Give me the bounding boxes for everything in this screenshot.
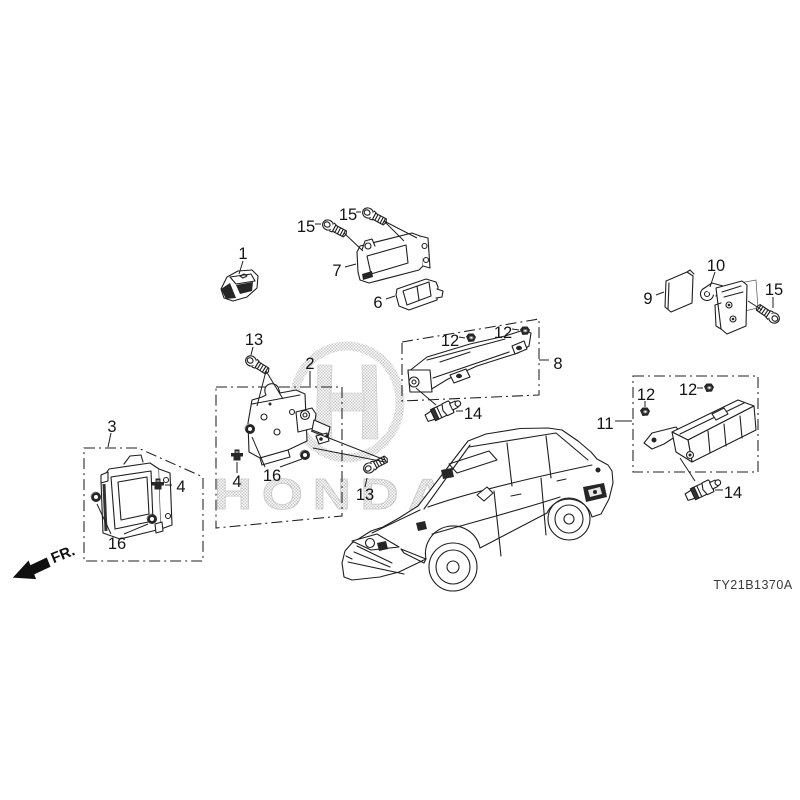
callout-12-b: 12 bbox=[494, 324, 512, 342]
side-mirror bbox=[476, 486, 494, 502]
nut-12-c bbox=[640, 407, 650, 416]
grommet-16-b bbox=[299, 449, 311, 461]
part-14-sensor-b bbox=[683, 474, 724, 504]
callout-15-c: 15 bbox=[765, 281, 783, 299]
flange-bolt-15-c bbox=[753, 301, 782, 326]
callout-7: 7 bbox=[332, 262, 341, 280]
watermark-text: HONDA bbox=[214, 470, 456, 519]
part-14-sensor-a bbox=[423, 395, 464, 425]
front-wheel bbox=[428, 542, 478, 592]
callout-2: 2 bbox=[305, 355, 314, 373]
callout-14-b: 14 bbox=[724, 484, 742, 502]
sunroof bbox=[448, 450, 498, 474]
part-11-bracket-assembly bbox=[632, 375, 759, 473]
assembly-box-11 bbox=[632, 375, 759, 473]
callout-4-b: 4 bbox=[176, 478, 185, 496]
callout-10: 10 bbox=[707, 257, 725, 275]
callout-9: 9 bbox=[643, 290, 652, 308]
callout-13-a: 13 bbox=[245, 331, 263, 349]
grille-emblem bbox=[364, 537, 376, 549]
assembly-box-2 bbox=[215, 386, 343, 529]
callout-3: 3 bbox=[107, 418, 116, 436]
callout-4-a: 4 bbox=[232, 473, 241, 491]
diagram-code: TY21B1370A bbox=[713, 578, 793, 592]
part-8-bracket-assembly bbox=[401, 318, 540, 402]
callout-16-a: 16 bbox=[263, 467, 281, 485]
grommet-16-a bbox=[244, 423, 256, 435]
callout-12-a: 12 bbox=[441, 332, 459, 350]
callout-12-d: 12 bbox=[679, 381, 697, 399]
callout-1: 1 bbox=[238, 245, 247, 263]
callout-16-b: 16 bbox=[108, 535, 126, 553]
clip-4-a bbox=[231, 449, 243, 461]
grommet-16-d bbox=[146, 513, 158, 525]
fr-direction-arrow: FR. bbox=[12, 542, 78, 580]
callout-8: 8 bbox=[553, 355, 562, 373]
callout-6: 6 bbox=[373, 294, 382, 312]
part-9-cover bbox=[664, 269, 695, 313]
assembly-box-8 bbox=[401, 318, 540, 402]
callout-14-a: 14 bbox=[464, 405, 482, 423]
grommet-16-c bbox=[90, 491, 102, 503]
honda-watermark: HONDA bbox=[214, 341, 456, 519]
leader-lines bbox=[96, 211, 774, 535]
callout-11: 11 bbox=[596, 415, 613, 433]
flange-bolt-15-b bbox=[360, 205, 389, 228]
part-2-bracket-assembly bbox=[215, 383, 343, 529]
part-10-bracket bbox=[699, 279, 759, 335]
assembly-box-3 bbox=[83, 447, 204, 562]
part-6-module bbox=[395, 278, 444, 311]
direction-arrow-icon bbox=[12, 557, 51, 580]
part-3-radar-assembly bbox=[83, 447, 204, 562]
part-1-camera-unit bbox=[220, 269, 259, 302]
callout-13-b: 13 bbox=[356, 486, 374, 504]
grille-sensor-marker bbox=[377, 541, 388, 551]
cowl-sensor-marker bbox=[416, 521, 427, 531]
direction-label: FR. bbox=[49, 542, 78, 567]
callout-labels: 1 15 15 7 6 9 10 15 12 12 8 14 13 2 4 16… bbox=[107, 206, 783, 553]
nut-12-d bbox=[704, 383, 714, 392]
windshield-camera-marker bbox=[441, 468, 454, 479]
callout-15-a: 15 bbox=[297, 218, 315, 236]
callout-15-b: 15 bbox=[339, 206, 357, 224]
nut-12-a bbox=[466, 333, 476, 342]
part-7-bracket bbox=[356, 232, 431, 284]
car-illustration bbox=[341, 427, 614, 592]
honda-h-badge-icon bbox=[289, 341, 405, 463]
callout-12-c: 12 bbox=[637, 386, 655, 404]
rear-wheel bbox=[547, 497, 591, 541]
